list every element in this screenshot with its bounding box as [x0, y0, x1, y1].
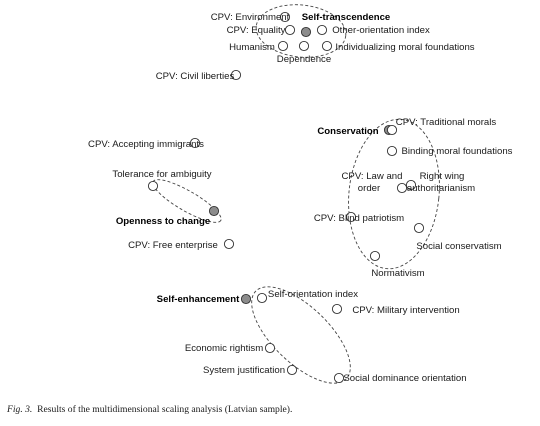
label-humanism: Humanism	[229, 42, 275, 53]
point-cpv-accepting-immigrants	[189, 137, 201, 149]
label-binding-moral-foundations: Binding moral foundations	[402, 146, 513, 157]
point-cpv-law-and-order	[396, 182, 408, 194]
label-dependence: Dependence	[277, 54, 331, 65]
point-right-wing-authoritarianism	[405, 179, 417, 191]
point-other-orientation-index	[316, 24, 328, 36]
label-normativism: Normativism	[371, 268, 424, 279]
point-cpv-equality	[284, 24, 296, 36]
point-tolerance-for-ambiguity	[147, 180, 159, 192]
label-right-wing-authoritarianism-line1: Right wing	[420, 171, 465, 182]
point-humanism	[277, 40, 289, 52]
label-right-wing-authoritarianism-line2: authoritarianism	[407, 183, 475, 194]
point-openness-to-change	[208, 205, 220, 217]
point-system-justification	[286, 364, 298, 376]
point-cpv-civil-liberties	[230, 69, 242, 81]
point-dependence	[298, 40, 310, 52]
cluster-ellipse-self-enhancement	[251, 286, 351, 384]
figure-caption: Fig. 3. Results of the multidimensional …	[7, 404, 537, 415]
label-cpv-equality: CPV: Equality	[227, 25, 286, 36]
cluster-ellipse-self-transcendence	[255, 4, 347, 58]
label-cpv-traditional-morals: CPV: Traditional morals	[396, 117, 497, 128]
point-self-enhancement	[240, 293, 252, 305]
cluster-ellipses	[152, 4, 440, 384]
label-cpv-environment: CPV: Environment	[211, 12, 290, 23]
label-cpv-military-intervention: CPV: Military intervention	[352, 305, 459, 316]
data-points	[147, 11, 425, 384]
point-cpv-environment	[279, 11, 291, 23]
label-self-orientation-index: Self-orientation index	[268, 289, 358, 300]
label-cpv-free-enterprise: CPV: Free enterprise	[128, 240, 218, 251]
point-self-orientation-index	[256, 292, 268, 304]
label-individualizing-moral-foundations: Individualizing moral foundations	[335, 42, 474, 53]
label-cpv-law-and-order-line1: CPV: Law and	[342, 171, 403, 182]
label-cpv-law-and-order-line2: order	[358, 183, 381, 194]
point-cpv-blind-patriotism	[345, 211, 357, 223]
point-self-transcendence	[300, 26, 312, 38]
label-other-orientation-index: Other-orientation index	[332, 25, 430, 36]
point-binding-moral-foundations	[386, 145, 398, 157]
figure-number: Fig. 3.	[7, 404, 33, 415]
point-social-conservatism	[413, 222, 425, 234]
point-economic-rightism	[264, 342, 276, 354]
label-cpv-civil-liberties: CPV: Civil liberties	[156, 71, 235, 82]
point-social-dominance-orientation	[333, 372, 345, 384]
label-tolerance-for-ambiguity: Tolerance for ambiguity	[112, 169, 211, 180]
label-cpv-blind-patriotism: CPV: Blind patriotism	[314, 213, 404, 224]
label-social-conservatism: Social conservatism	[416, 241, 501, 252]
label-social-dominance-orientation: Social dominance orientation	[343, 373, 466, 384]
label-self-transcendence: Self-transcendence	[302, 12, 391, 23]
label-openness-to-change: Openness to change	[116, 216, 210, 227]
point-cpv-military-intervention	[331, 303, 343, 315]
label-conservation: Conservation	[317, 126, 378, 137]
label-self-enhancement: Self-enhancement	[157, 294, 240, 305]
point-individualizing-moral-foundations	[321, 40, 333, 52]
caption-text: Results of the multidimensional scaling …	[37, 404, 293, 415]
cluster-ellipse-conservation	[348, 118, 440, 270]
label-economic-rightism: Economic rightism	[185, 343, 263, 354]
point-normativism	[369, 250, 381, 262]
point-cpv-traditional-morals	[386, 124, 398, 136]
label-system-justification: System justification	[203, 365, 285, 376]
point-cpv-free-enterprise	[223, 238, 235, 250]
label-cpv-accepting-immigrants: CPV: Accepting immigrants	[88, 139, 204, 150]
